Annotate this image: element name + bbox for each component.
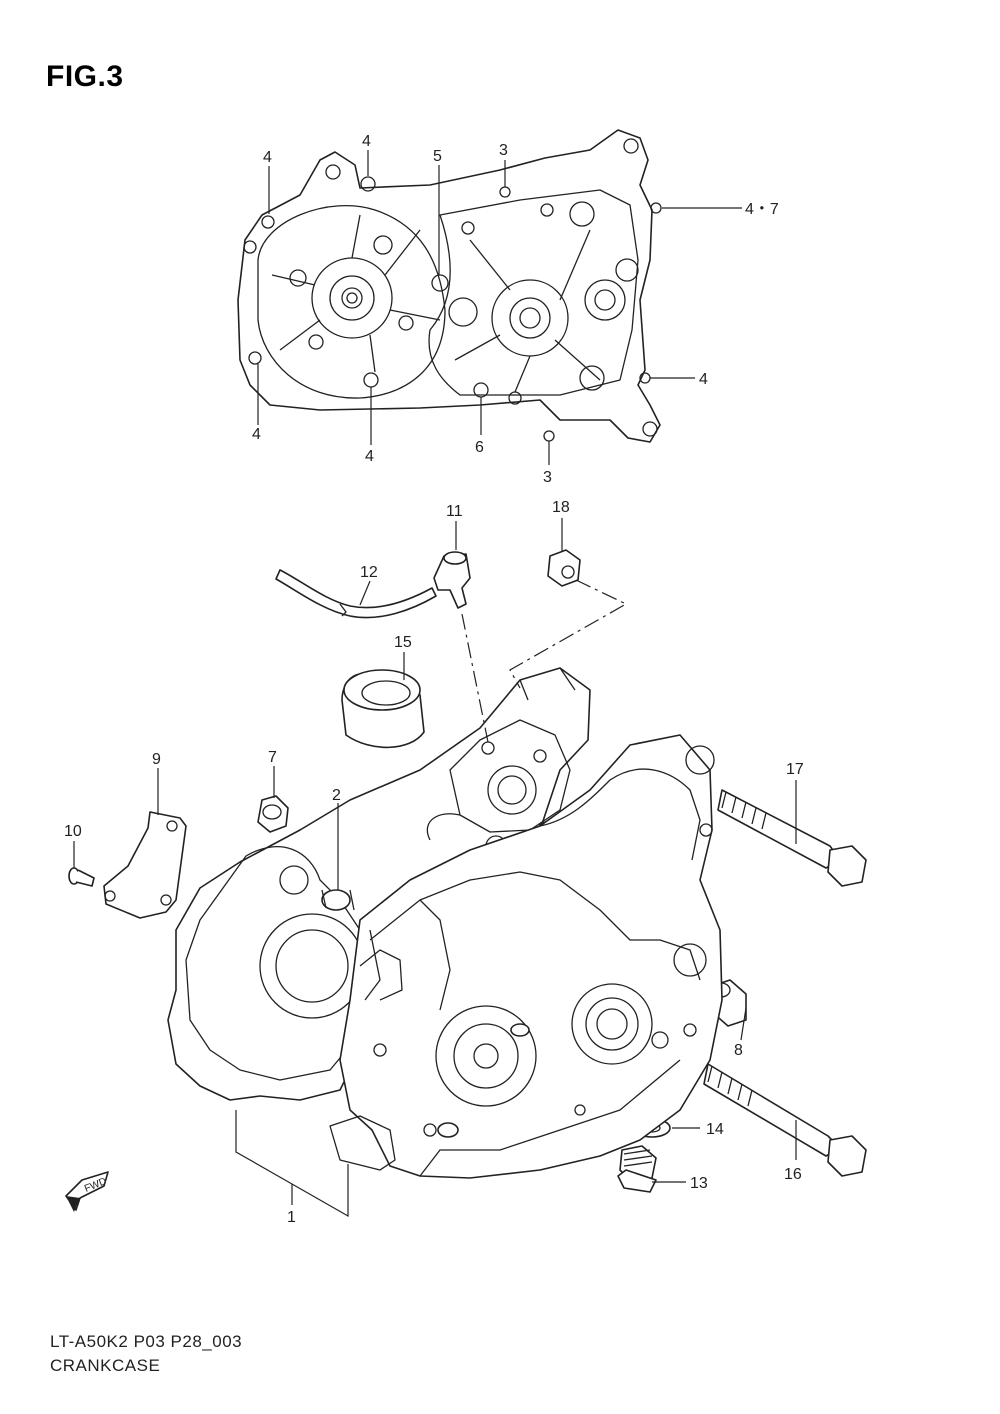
callout-8: 8 <box>734 1042 743 1059</box>
callout-4e: 4 <box>365 448 374 465</box>
fwd-arrow-icon: FWD <box>65 1171 109 1212</box>
callout-9: 9 <box>152 751 161 768</box>
callout-4d: 4 <box>252 426 261 443</box>
callout-4c: 4 <box>699 371 708 388</box>
diagram-name: CRANKCASE <box>50 1356 161 1375</box>
callout-3a: 3 <box>499 142 508 159</box>
callout-3b: 3 <box>543 469 552 486</box>
callout-14: 14 <box>706 1121 724 1138</box>
screw-10 <box>68 867 95 887</box>
callout-11: 11 <box>446 503 463 520</box>
diagram-code: LT-A50K2 P03 P28_003 <box>50 1332 243 1351</box>
callout-labels: 4 4 5 3 4・7 4 4 4 6 3 11 12 18 15 9 7 2 … <box>64 133 804 1226</box>
breather-elbow-fitting <box>433 551 471 609</box>
figure-title: FIG.3 <box>46 60 124 93</box>
callout-16: 16 <box>784 1166 802 1183</box>
nut-18 <box>547 549 581 587</box>
callout-17: 17 <box>786 761 804 778</box>
callout-4a: 4 <box>263 149 272 166</box>
parts-leader-lines <box>73 518 797 1218</box>
crankcase-gasket <box>237 129 662 443</box>
breather-hose <box>275 569 437 619</box>
gasket-leader-lines <box>257 150 742 465</box>
callout-2: 2 <box>332 787 341 804</box>
callout-18: 18 <box>552 499 570 516</box>
drain-plug-13 <box>617 1145 657 1193</box>
callout-4-7: 4・7 <box>745 201 779 218</box>
dowel-7 <box>257 795 289 833</box>
callout-10: 10 <box>64 823 82 840</box>
crankcase-assembly <box>167 667 723 1179</box>
callout-5: 5 <box>433 148 442 165</box>
callout-1: 1 <box>287 1209 296 1226</box>
bolt-16 <box>703 1063 867 1177</box>
callout-6: 6 <box>475 439 484 456</box>
callout-7: 7 <box>268 749 277 766</box>
callout-15: 15 <box>394 634 412 651</box>
callout-13: 13 <box>690 1175 708 1192</box>
callout-12: 12 <box>360 564 378 581</box>
bearing-15 <box>341 669 425 749</box>
bracket-9 <box>103 811 187 919</box>
bolt-17 <box>717 789 867 887</box>
callout-4b: 4 <box>362 133 371 150</box>
